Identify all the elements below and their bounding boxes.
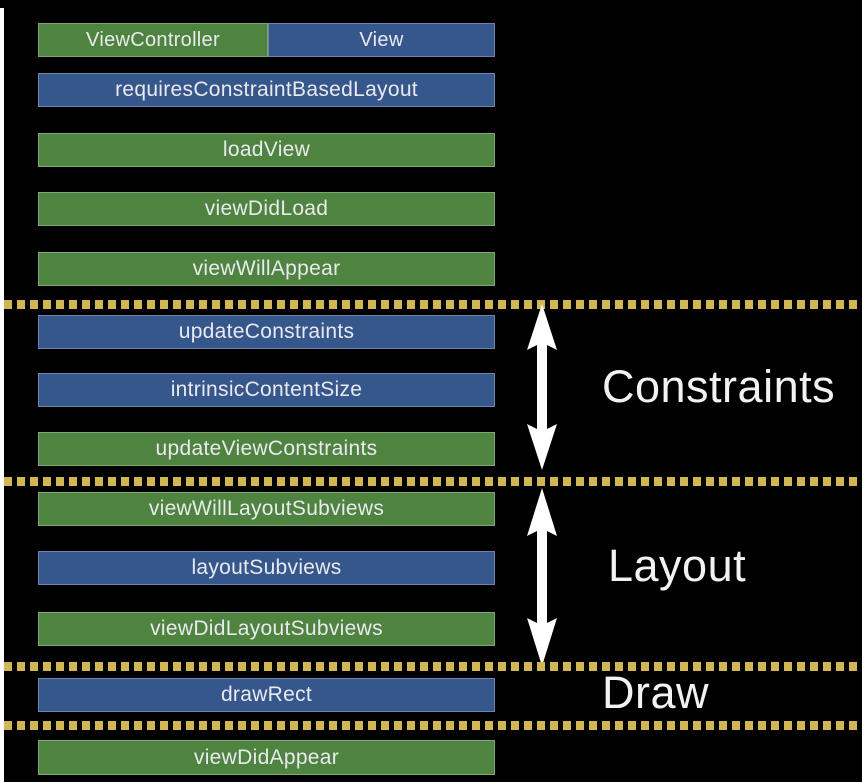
method-bar-requires-constraint-based-layout: requiresConstraintBasedLayout xyxy=(38,73,495,107)
method-bar-draw-rect: drawRect xyxy=(38,678,495,712)
phase-label-constraints: Constraints xyxy=(602,361,836,412)
phase-label-layout: Layout xyxy=(608,540,747,591)
screenshot-left-edge xyxy=(0,8,4,782)
phase-divider-3 xyxy=(4,662,862,671)
phase-divider-2 xyxy=(4,477,862,486)
phase-divider-1 xyxy=(4,300,862,309)
method-bar-update-constraints: updateConstraints xyxy=(38,315,495,349)
method-bar-view-did-load: viewDidLoad xyxy=(38,192,495,226)
method-bar-view-did-layout-subviews: viewDidLayoutSubviews xyxy=(38,612,495,646)
method-bar-intrinsic-content-size: intrinsicContentSize xyxy=(38,373,495,407)
constraints-double-arrow-icon xyxy=(525,304,559,470)
method-bar-view-did-appear: viewDidAppear xyxy=(38,740,495,775)
legend-view: View xyxy=(268,23,495,57)
method-bar-load-view: loadView xyxy=(38,133,495,167)
phase-divider-4 xyxy=(4,721,862,730)
layout-double-arrow-icon xyxy=(525,488,559,666)
legend-viewcontroller: ViewController xyxy=(38,23,268,57)
phase-label-draw: Draw xyxy=(602,667,710,718)
method-bar-update-view-constraints: updateViewConstraints xyxy=(38,432,495,466)
method-bar-view-will-appear: viewWillAppear xyxy=(38,252,495,286)
method-bar-view-will-layout-subviews: viewWillLayoutSubviews xyxy=(38,492,495,526)
method-bar-layout-subviews: layoutSubviews xyxy=(38,551,495,585)
